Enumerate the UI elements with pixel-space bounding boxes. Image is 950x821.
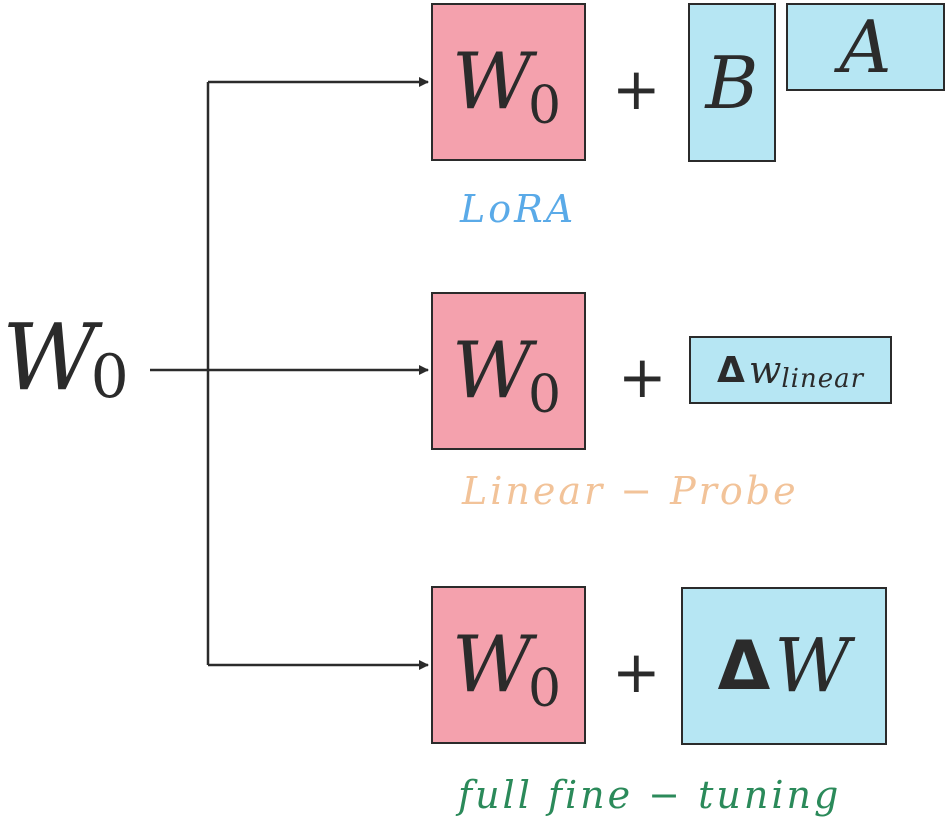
- lora-plus-operator: +: [612, 55, 661, 123]
- full-finetune-delta-symbol: W: [774, 623, 851, 709]
- linear-probe-delta-subscript: linear: [781, 364, 865, 394]
- delta-icon: Δ: [717, 626, 771, 706]
- lora-base-symbol: W: [451, 37, 533, 127]
- full-finetune-plus-operator: +: [612, 638, 661, 706]
- lora-b-label: B: [705, 40, 759, 125]
- full-finetune-base-subscript: 0: [528, 659, 562, 719]
- lora-a-matrix-box: A: [786, 3, 945, 91]
- linear-probe-delta-symbol: w: [748, 348, 782, 392]
- linear-probe-base-symbol: W: [451, 326, 533, 416]
- input-weight-subscript: 0: [90, 342, 129, 412]
- linear-probe-caption: Linear − Probe: [462, 469, 799, 513]
- linear-probe-base-subscript: 0: [528, 365, 562, 425]
- delta-icon: Δ: [716, 349, 745, 391]
- lora-a-label: A: [839, 5, 892, 89]
- linear-probe-plus-operator: +: [618, 343, 667, 411]
- full-finetune-base-symbol: W: [451, 620, 533, 710]
- full-finetune-caption: full fine − tuning: [458, 773, 842, 817]
- lora-base-subscript: 0: [528, 76, 562, 136]
- lora-caption: LoRA: [460, 187, 577, 231]
- lora-b-matrix-box: B: [688, 3, 776, 162]
- input-weight-symbol: W: [2, 304, 97, 411]
